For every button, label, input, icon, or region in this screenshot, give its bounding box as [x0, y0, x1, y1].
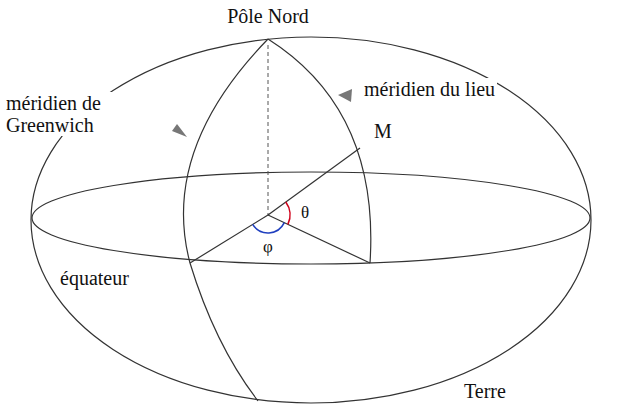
equator-ellipse: [32, 172, 590, 264]
earth-label: Terre: [462, 380, 508, 402]
point-label: M: [372, 120, 394, 142]
polar-axis: [268, 45, 269, 215]
meridian-label: méridien du lieu: [362, 78, 497, 100]
angle-label: θ: [299, 204, 311, 223]
point-radius: [268, 148, 360, 215]
local-radius: [268, 215, 370, 263]
pointer-arrowhead: [338, 89, 352, 102]
angle-label: φ: [261, 238, 275, 257]
local-meridian: [268, 39, 371, 263]
meridian-label: méridien de Greenwich: [4, 92, 136, 136]
greenwich-radius: [190, 215, 268, 263]
phi-arc: [253, 223, 285, 233]
greenwich-meridian: [183, 39, 268, 401]
theta-arc: [286, 202, 290, 224]
equator-label: équateur: [58, 267, 131, 289]
pointer-arrowhead: [172, 124, 187, 137]
pole-label: Pôle Nord: [225, 5, 311, 27]
